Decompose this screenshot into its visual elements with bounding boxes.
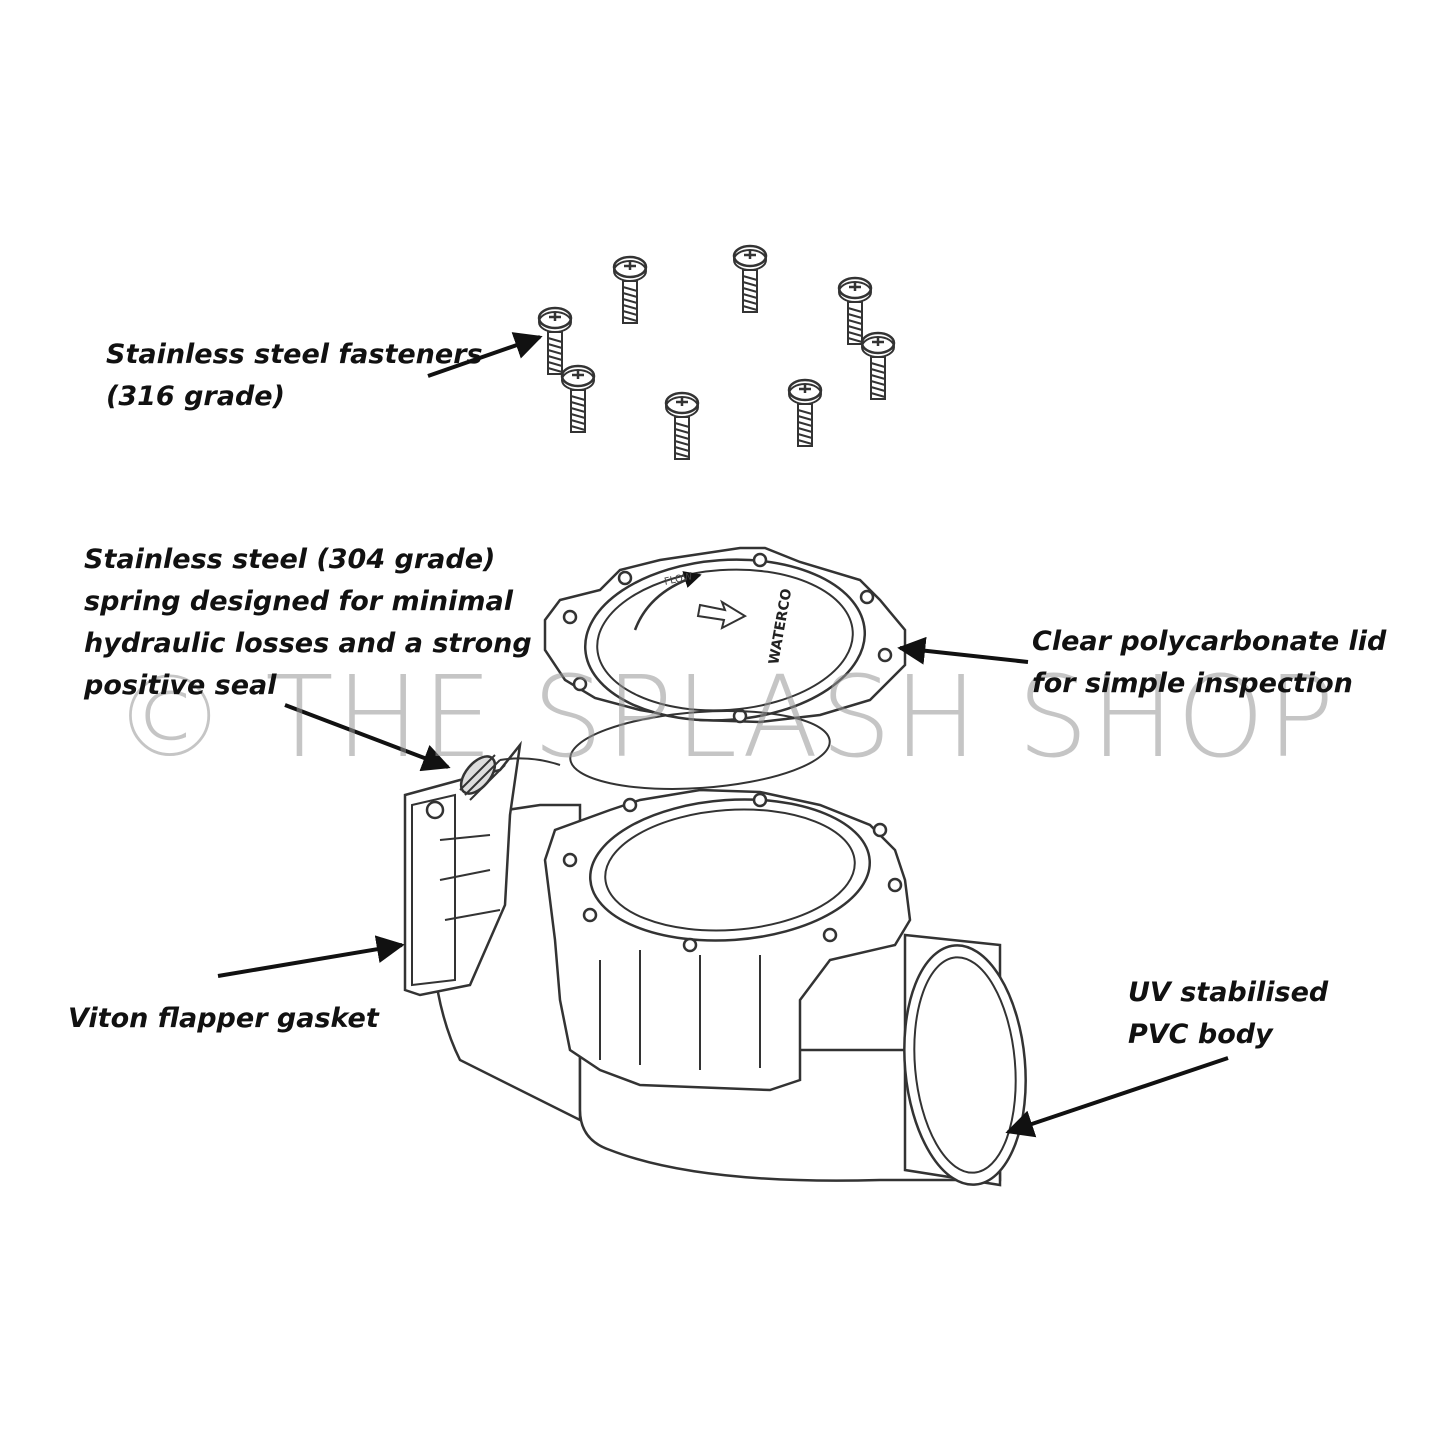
callout-fasteners-line-2: (316 grade) <box>106 381 285 412</box>
callout-lid-line-1: Clear polycarbonate lid <box>1032 626 1387 657</box>
arrow-gasket <box>217 935 405 978</box>
callout-spring-line-2: spring designed for minimal <box>84 586 513 617</box>
callout-fasteners: Stainless steel fasteners (316 grade) <box>106 334 483 418</box>
callout-lid: Clear polycarbonate lid for simple inspe… <box>1032 621 1386 705</box>
arrow-fasteners <box>427 332 543 378</box>
callout-lid-line-2: for simple inspection <box>1032 668 1353 699</box>
arrow-lid <box>897 636 1029 665</box>
callout-spring-line-1: Stainless steel (304 grade) <box>84 544 496 575</box>
callout-spring: Stainless steel (304 grade) spring desig… <box>84 539 532 707</box>
arrow-spring <box>284 703 451 772</box>
arrow-body <box>1005 1056 1229 1138</box>
callout-arrows <box>217 332 1229 1138</box>
valve-body <box>428 788 1027 1187</box>
callout-gasket: Viton flapper gasket <box>68 998 379 1040</box>
callout-body: UV stabilised PVC body <box>1128 972 1328 1056</box>
polycarbonate-lid <box>543 546 907 790</box>
watermark: © THE SPLASH SHOP <box>113 653 1337 783</box>
callout-fasteners-line-1: Stainless steel fasteners <box>106 339 483 370</box>
callout-body-line-2: PVC body <box>1128 1019 1273 1050</box>
callout-body-line-1: UV stabilised <box>1128 977 1329 1008</box>
callout-gasket-line-1: Viton flapper gasket <box>68 1003 379 1034</box>
fastener-screws <box>537 244 896 461</box>
callout-spring-line-3: hydraulic losses and a strong <box>84 628 532 659</box>
flapper-assembly <box>403 740 561 997</box>
callout-spring-line-4: positive seal <box>84 670 277 701</box>
